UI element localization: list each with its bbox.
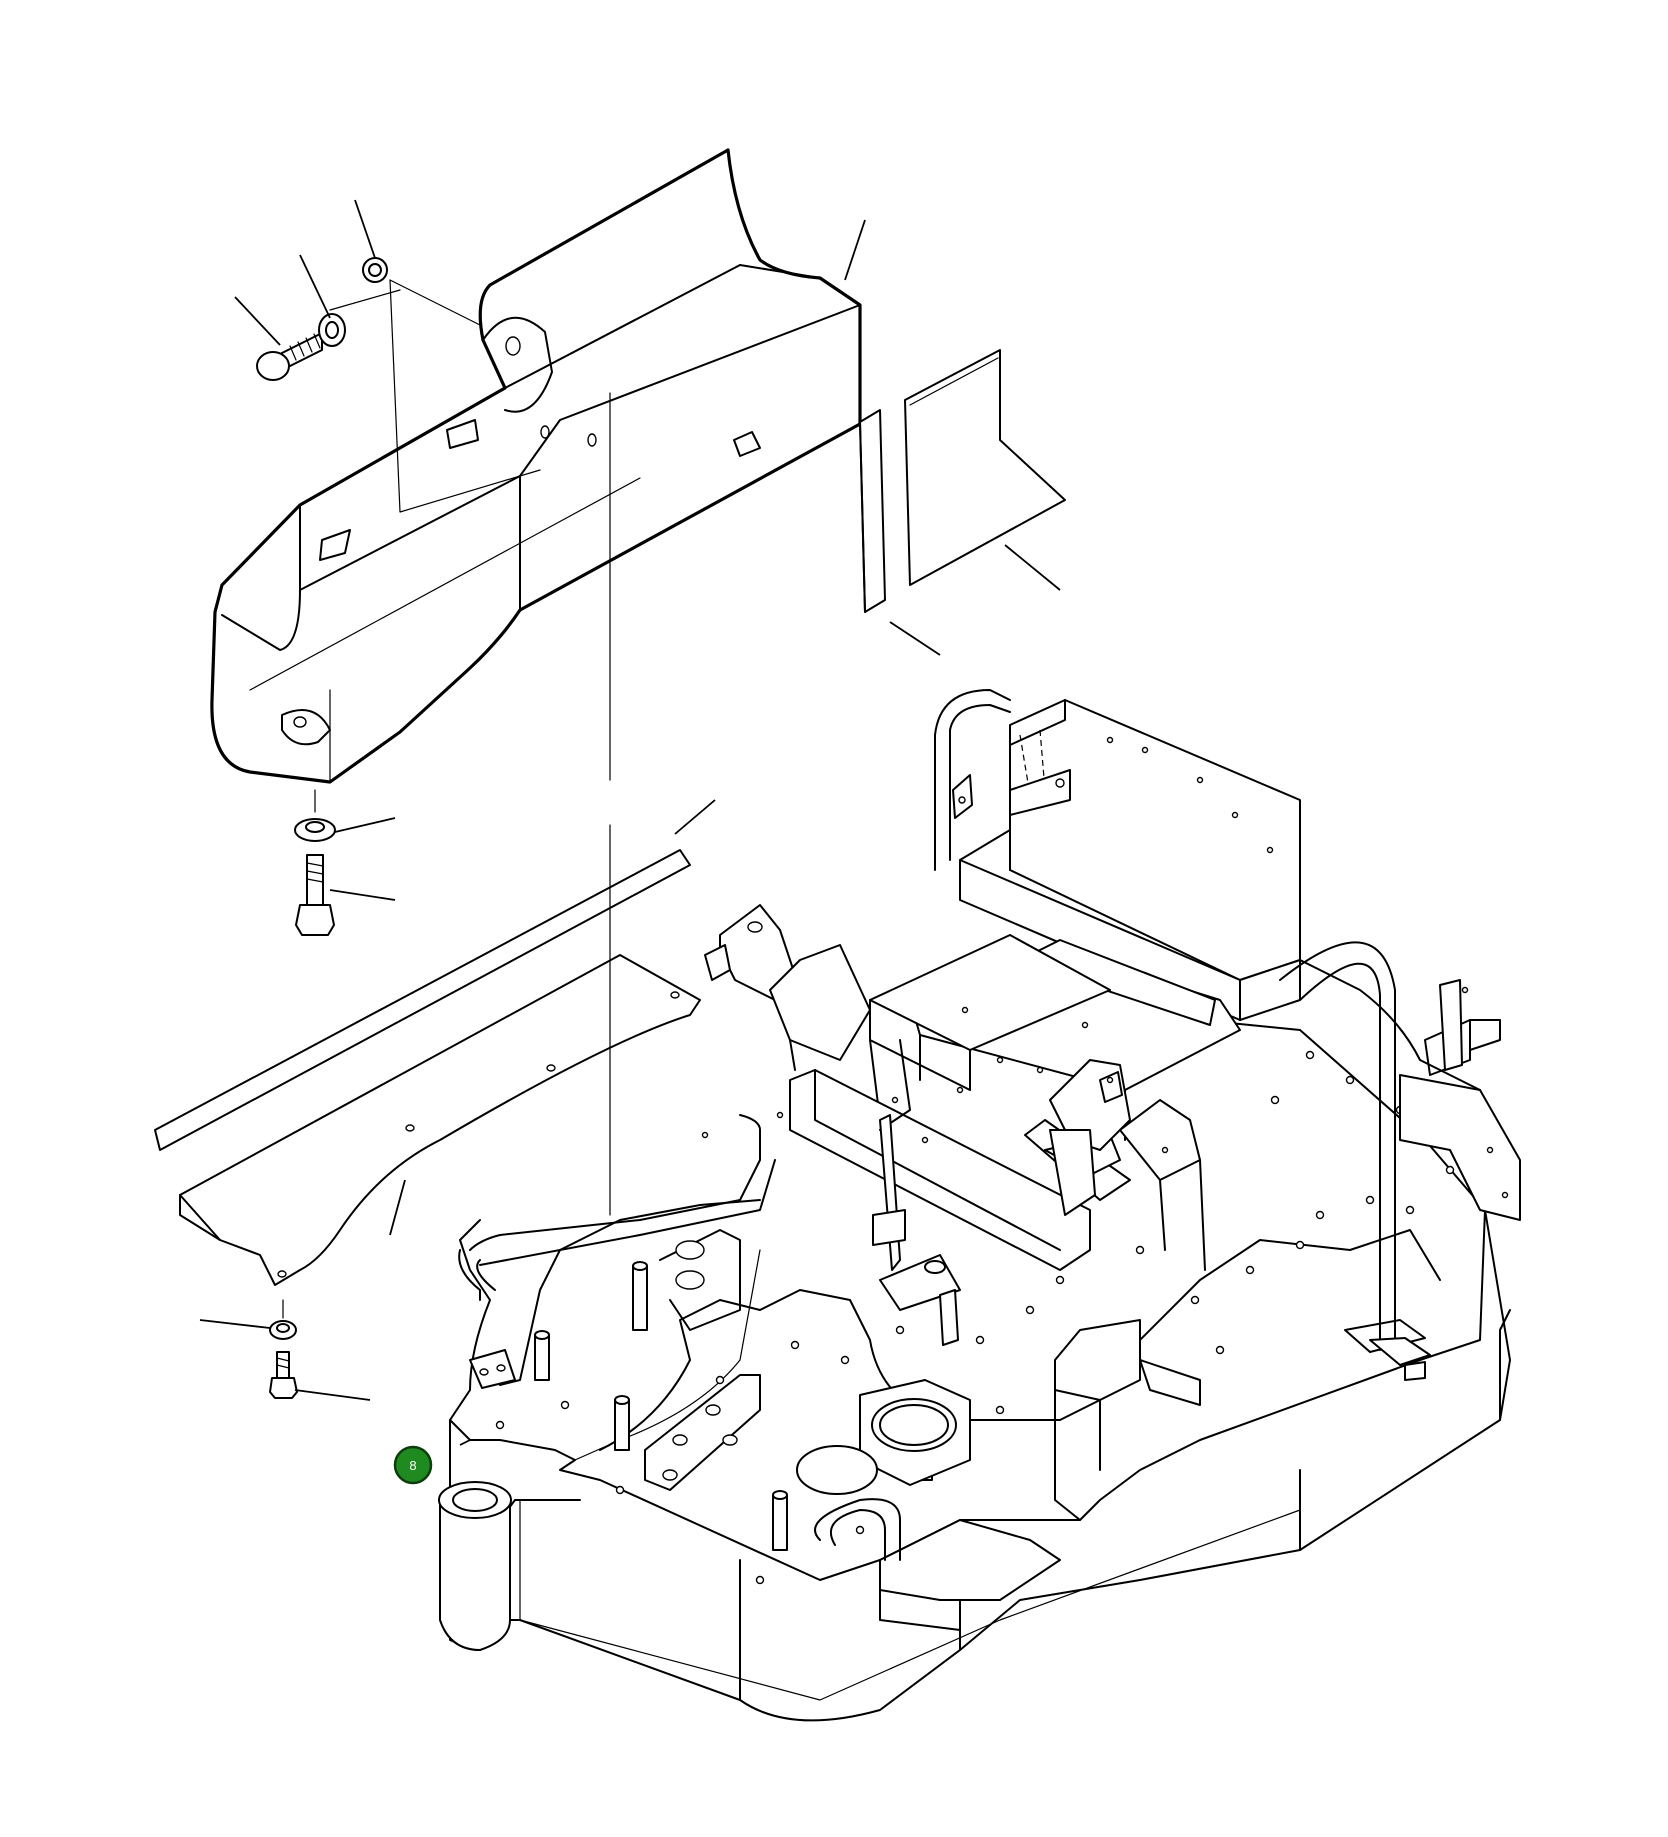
- seat-support-frame: [701, 689, 1521, 1366]
- upper-bolt-assembly: [256, 257, 388, 381]
- foam-seal-blocks: [859, 349, 1066, 613]
- upper-cover-panel: [210, 148, 862, 784]
- panel-mount-bolt-assembly: [269, 1320, 298, 1399]
- swivel-opening: [796, 1379, 971, 1495]
- main-frame: [438, 1019, 1511, 1722]
- cover-mount-bolt-assembly: [294, 818, 336, 936]
- callout-badge-8[interactable]: 8: [393, 1445, 433, 1485]
- callout-8-circle: [393, 1445, 433, 1485]
- seal-strip: [154, 849, 691, 1151]
- plate-holes: [495, 1050, 1455, 1585]
- callout-8-label: 8: [409, 1458, 416, 1473]
- lower-side-panel: [179, 954, 701, 1286]
- leader-lines: [199, 199, 1061, 1446]
